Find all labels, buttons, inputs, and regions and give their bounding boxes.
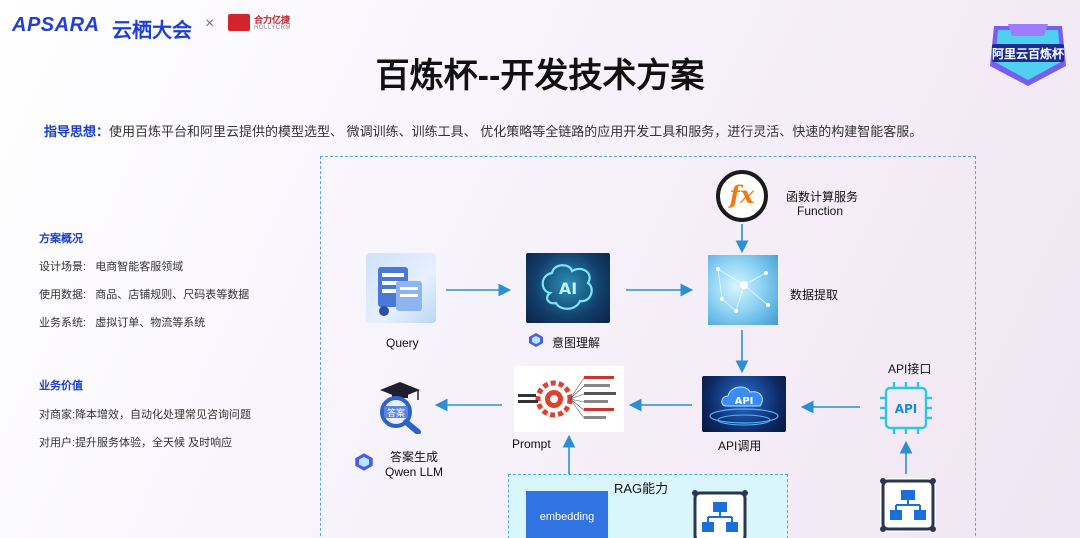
apsara-logo: APSARA (12, 14, 100, 36)
function-label-cn: 函数计算服务 (786, 190, 859, 204)
value-item: 对用户:提升服务体验，全天候 及时响应 (39, 434, 232, 450)
overview-value: 商品、店铺规则、尺码表等数据 (95, 289, 250, 301)
partner-logo-en: HOLLYCRM (254, 25, 291, 31)
api-call-label: API调用 (718, 439, 762, 453)
api-chip-text: API (895, 402, 918, 416)
function-fx-icon: fx (716, 170, 768, 222)
value-item: 对商家:降本增效，自动化处理常见咨询问题 (39, 406, 251, 422)
intent-label: 意图理解 (552, 336, 601, 350)
value-key: 对商家: (39, 409, 76, 421)
overview-value: 电商智能客服领域 (95, 261, 184, 273)
architecture-diagram-frame (320, 156, 976, 538)
badge-text: 阿里云百炼杯 (992, 46, 1065, 61)
value-key: 对用户: (39, 437, 76, 449)
api-chip-icon: API (880, 382, 932, 434)
api-cloud-text: API (735, 396, 754, 407)
yunqi-logo-text: 云栖大会 (112, 20, 192, 42)
answer-search-icon: 答案 (380, 382, 421, 434)
overview-value: 虚拟订单、物流等系统 (95, 317, 206, 329)
data-extract-label: 数据提取 (790, 288, 839, 302)
answer-gen-label: 答案生成 (389, 450, 438, 464)
hollycrm-logo-icon (228, 14, 250, 31)
query-label: Query (386, 336, 419, 350)
overview-item: 设计场景: 电商智能客服领域 (39, 258, 183, 274)
guiding-principle: 指导思想：使用百炼平台和阿里云提供的模型选型、 微调训练、训练工具、 优化策略等… (44, 121, 922, 140)
overview-title: 方案概况 (39, 233, 83, 245)
data-network-illustration (708, 255, 778, 325)
query-illustration (366, 253, 436, 323)
bailian-cup-badge: 阿里云百炼杯 (990, 24, 1066, 86)
qwen-label: Qwen LLM (384, 465, 444, 479)
guide-text: 使用百炼平台和阿里云提供的模型选型、 微调训练、训练工具、 优化策略等全链路的应… (109, 124, 923, 139)
overview-item: 使用数据: 商品、店铺规则、尺码表等数据 (39, 286, 249, 302)
cross-symbol: × (205, 15, 215, 32)
value-value: 提升服务体验，全天候 及时响应 (75, 437, 233, 449)
ai-text: AI (559, 279, 577, 298)
ai-brain-illustration: AI (526, 253, 610, 323)
overview-item: 业务系统: 虚拟订单、物流等系统 (39, 314, 205, 330)
answer-label: 答案生成 Qwen LLM (383, 450, 445, 480)
answer-badge-text: 答案 (387, 407, 405, 419)
api-interface-label: API接口 (888, 362, 932, 376)
rag-network-icon (692, 490, 748, 538)
value-value: 降本增效，自动化处理常见咨询问题 (75, 409, 252, 421)
rag-title: RAG能力 (614, 481, 669, 496)
prompt-engineering-illustration (514, 366, 624, 432)
overview-key: 业务系统: (39, 317, 87, 329)
embedding-block: embedding (526, 491, 608, 538)
guide-label: 指导思想： (44, 124, 110, 139)
bailian-logo-icon (529, 333, 543, 347)
value-title: 业务价值 (39, 380, 83, 392)
network-hierarchy-icon (880, 478, 936, 532)
prompt-label: Prompt (512, 437, 551, 451)
overview-key: 设计场景: (39, 261, 87, 273)
page-title: 百炼杯--开发技术方案 (375, 57, 705, 95)
function-label-en: Function (797, 204, 844, 218)
qwen-logo-icon (355, 453, 373, 471)
partner-logo-cn: 合力亿捷 (254, 15, 291, 25)
overview-key: 使用数据: (39, 289, 87, 301)
api-cloud-illustration: API (702, 376, 786, 432)
